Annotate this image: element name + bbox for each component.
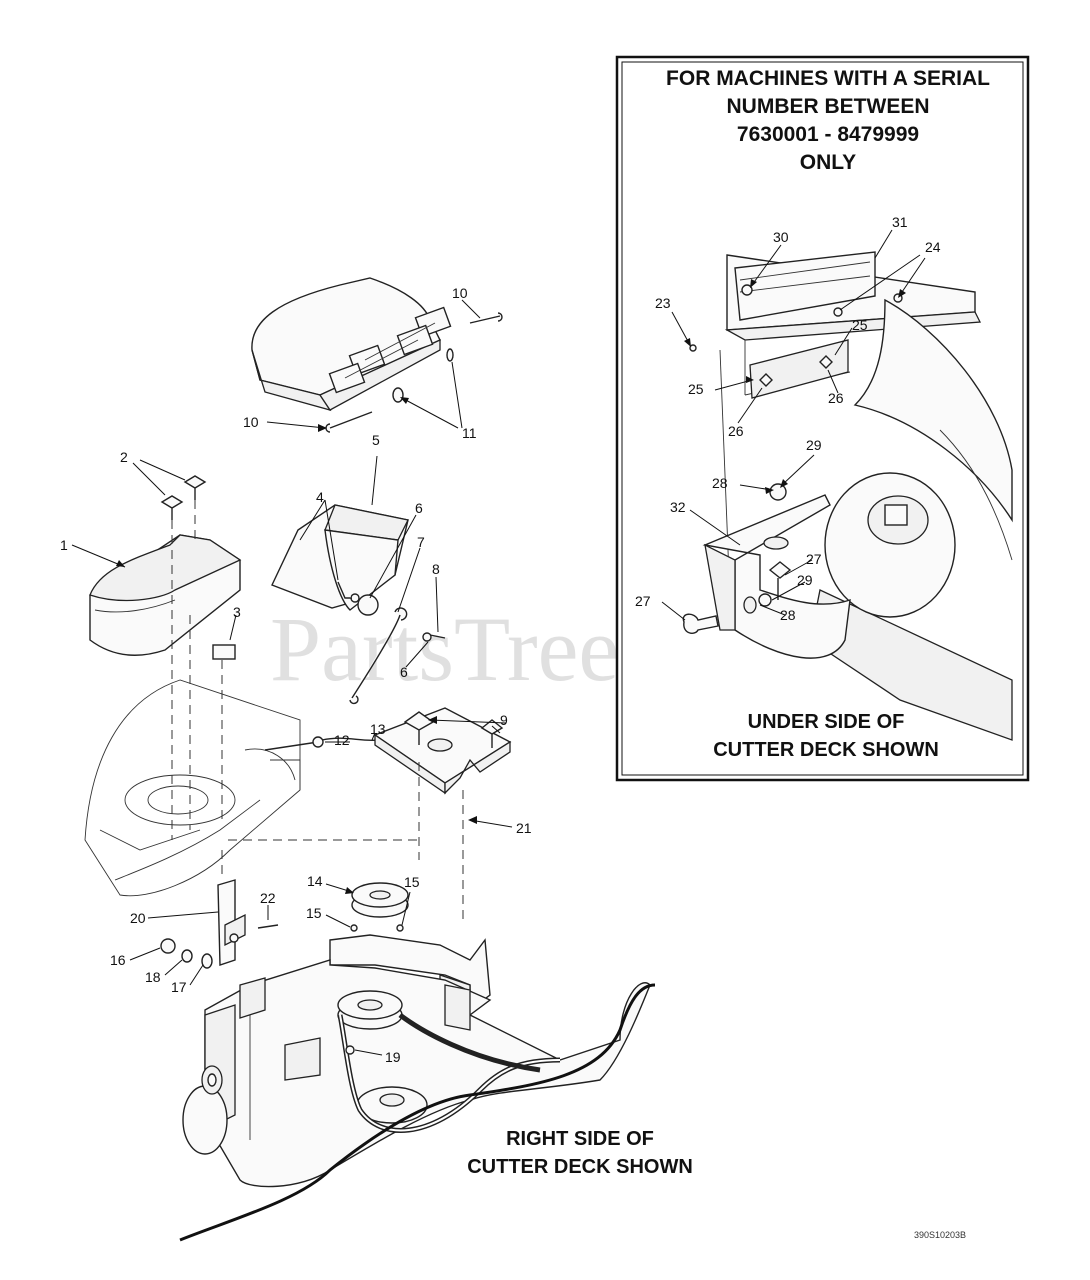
bushing-6 [357,594,379,616]
screw-23 [689,344,697,352]
callout-32: 32 [670,499,686,515]
anti-scalp-bracket [702,494,851,659]
spacer-22 [257,924,279,929]
chute-deflector [251,277,503,433]
callout-19: 19 [385,1049,401,1065]
callout-9: 9 [500,712,508,728]
callout-8: 8 [432,561,440,577]
washer-28 [763,536,789,550]
callout-17: 17 [171,979,187,995]
callout-28-top: 28 [712,475,728,491]
spring-11a [446,348,454,362]
callout-6-upper: 6 [415,500,423,516]
callout-5: 5 [372,432,380,448]
pin-10-top [469,312,503,324]
idler-bracket [160,850,341,1041]
callout-10-top: 10 [452,285,468,301]
callout-11: 11 [462,425,477,441]
bolt-30 [741,284,753,296]
callout-27-left: 27 [635,593,651,609]
callout-12: 12 [334,732,350,748]
knob-2b [183,475,207,500]
deck-housing-outline [84,679,301,897]
callout-25-left: 25 [688,381,704,397]
callout-26-left: 26 [728,423,744,439]
caption-right-2: CUTTER DECK SHOWN [467,1156,693,1178]
callout-20: 20 [130,910,146,926]
bushing-6b [422,632,432,642]
callout-2: 2 [120,449,128,465]
callout-16: 16 [110,952,126,968]
cutter-deck [179,934,656,1242]
idler-pulley [350,882,409,932]
callout-15-left: 15 [306,905,322,921]
callout-29-top: 29 [806,437,822,453]
screw-8 [429,634,446,639]
clip-26b [819,355,833,369]
caption-underside-1: UNDER SIDE OF [748,711,905,733]
callout-31: 31 [892,214,908,230]
spring-7 [351,607,408,699]
caption-underside-2: CUTTER DECK SHOWN [713,739,939,761]
belt-cover [89,475,242,840]
callout-23: 23 [655,295,671,311]
control-link [264,736,379,751]
bracket-31 [734,251,876,321]
knob-2a [160,495,184,520]
bracket-lower [749,339,849,399]
caption-right-1: RIGHT SIDE OF [506,1128,654,1150]
chute-assembly [271,504,446,705]
callout-4: 4 [316,489,324,505]
callout-7: 7 [417,534,425,550]
callouts: 1 2 3 4 5 6 7 8 6 9 10 10 11 12 13 14 15… [60,214,941,1065]
callout-22: 22 [260,890,276,906]
inset-panel: FOR MACHINES WITH A SERIAL NUMBER BETWEE… [615,55,1030,782]
callout-13: 13 [370,721,386,737]
callout-25-right: 25 [852,317,868,333]
serial-note-line-4: ONLY [800,151,856,174]
pivot-4 [337,581,352,599]
nut-29 [769,483,787,501]
callout-21: 21 [516,820,532,836]
rod-13 [321,737,379,742]
serial-note-line-3: 7630001 - 8479999 [737,123,919,146]
decal-3 [212,644,236,660]
spindle-nut [884,504,908,526]
bolt-27b [682,613,719,634]
caster-wheel [182,1085,228,1155]
clip-12 [312,736,324,748]
leader-lines [71,229,926,1056]
callout-18: 18 [145,969,161,985]
clip-26a [759,373,773,387]
bolt-15b [396,924,404,932]
mount-bracket [228,707,512,925]
washer-28b [743,596,757,614]
callout-14: 14 [307,873,323,889]
callout-29-bottom: 29 [797,572,813,588]
serial-note-line-1: FOR MACHINES WITH A SERIAL [666,67,990,90]
bolt-19 [345,1045,355,1055]
callout-6-lower: 6 [400,664,408,680]
callout-10-bottom: 10 [243,414,259,430]
nut-16 [160,938,176,954]
drawing-code: 390S10203B [914,1230,966,1240]
callout-26-right: 26 [828,390,844,406]
callout-28-bottom: 28 [780,607,796,623]
washer-18 [181,949,193,963]
callout-24: 24 [925,239,941,255]
spindle-pulley [824,472,956,618]
callout-1: 1 [60,537,68,553]
callout-27-right: 27 [806,551,822,567]
washer-17 [201,953,213,969]
serial-note-line-2: NUMBER BETWEEN [727,95,930,118]
spring-11b [392,387,404,403]
pin-10-bottom [325,411,373,433]
callout-3: 3 [233,604,241,620]
callout-30: 30 [773,229,789,245]
watermark: PartsTree [270,598,619,700]
callout-15-right: 15 [404,874,420,890]
bolt-15a [350,924,358,932]
